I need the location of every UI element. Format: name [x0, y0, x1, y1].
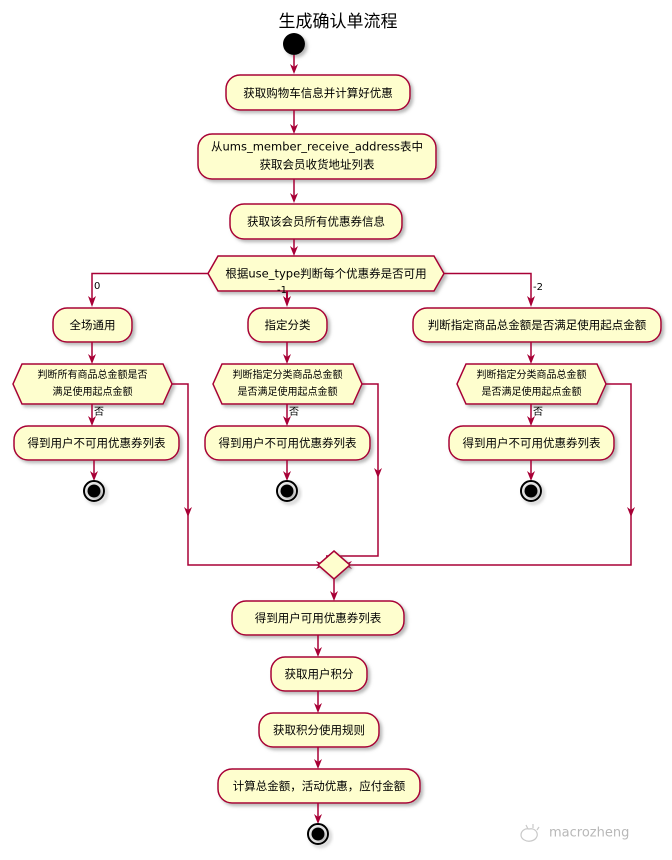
node-branch1-activity: 指定分类 — [247, 307, 328, 343]
node-branch0-unavailable-list: 得到用户不可用优惠券列表 — [13, 425, 180, 461]
node-branch1-unavailable-list-label: 得到用户不可用优惠券列表 — [219, 436, 357, 450]
node-get-user-points: 获取用户积分 — [270, 656, 368, 692]
edge-branch2-yes-to-merge — [342, 383, 635, 569]
edge-branch0-yes-to-merge — [172, 383, 326, 569]
decision-branch0-amount-line1: 判断所有商品总金额是否 — [38, 368, 148, 381]
node-get-member-coupons-label: 获取该会员所有优惠券信息 — [247, 215, 385, 229]
decision-branch2-amount-line1: 判断指定分类商品总金额 — [477, 368, 587, 381]
node-get-member-coupons: 获取该会员所有优惠券信息 — [229, 203, 403, 240]
edge-branch0-cond-no: 否 — [88, 404, 104, 426]
end-node-final — [307, 823, 329, 845]
node-available-coupon-list: 得到用户可用优惠券列表 — [231, 600, 405, 636]
decision-branch2-amount: 判断指定分类商品总金额 是否满足使用起点金额 — [456, 363, 607, 405]
decision-use-type: 根据use_type判断每个优惠券是否可用 — [207, 255, 445, 292]
merge-diamond — [316, 550, 352, 580]
guard-branch-minus2: -2 — [533, 282, 543, 293]
node-branch0-unavailable-list-label: 得到用户不可用优惠券列表 — [28, 436, 166, 450]
edge-c3-to-c4 — [314, 747, 322, 769]
end-node-branch-2 — [520, 480, 542, 502]
edge-merge-to-c1 — [330, 579, 338, 601]
edge-branch0-to-end — [90, 460, 98, 481]
edge-branch-minus1: -1 — [277, 285, 291, 307]
end-node-branch-1 — [276, 480, 298, 502]
edge-branch-minus2: -2 — [444, 272, 543, 307]
node-get-member-address-label-line2: 获取会员收货地址列表 — [260, 158, 375, 172]
guard-branch-0: 0 — [94, 281, 100, 292]
node-get-points-rule: 获取积分使用规则 — [258, 712, 380, 748]
guard-branch1-no: 否 — [289, 406, 299, 418]
node-branch2-activity-label: 判断指定商品总金额是否满足使用起点金额 — [428, 318, 647, 332]
node-branch0-activity-label: 全场通用 — [70, 318, 116, 332]
decision-branch1-amount: 判断指定分类商品总金额 是否满足使用起点金额 — [212, 363, 363, 405]
edge-branch2-activity-to-cond — [527, 342, 535, 364]
node-branch1-unavailable-list: 得到用户不可用优惠券列表 — [204, 425, 371, 461]
edge-c4-to-end — [314, 803, 322, 824]
node-calc-amounts-label: 计算总金额，活动优惠，应付金额 — [233, 779, 406, 793]
end-node-branch-0 — [83, 480, 105, 502]
node-get-user-points-label: 获取用户积分 — [285, 667, 354, 681]
edge-c2-to-c3 — [314, 691, 322, 713]
decision-branch1-amount-line1: 判断指定分类商品总金额 — [233, 368, 343, 381]
node-branch0-activity: 全场通用 — [52, 307, 133, 343]
edge-branch2-cond-no: 否 — [527, 404, 543, 426]
guard-branch0-no: 否 — [94, 406, 104, 418]
edge-branch1-cond-no: 否 — [283, 404, 299, 426]
decision-branch2-amount-line2: 是否满足使用起点金额 — [482, 385, 582, 398]
decision-branch1-amount-line2: 是否满足使用起点金额 — [238, 385, 338, 398]
watermark-logo-icon — [520, 824, 540, 842]
node-branch1-activity-label: 指定分类 — [265, 318, 311, 332]
watermark-label: macrozheng — [549, 826, 629, 841]
edge-start-to-a1 — [290, 55, 298, 74]
edge-a3-to-decision — [290, 239, 298, 256]
decision-branch0-amount: 判断所有商品总金额是否 满足使用起点金额 — [12, 363, 173, 405]
diagram-title: 生成确认单流程 — [279, 12, 398, 32]
edge-a1-to-a2 — [290, 110, 298, 134]
node-get-member-address: 从ums_member_receive_address表中 获取会员收货地址列表 — [197, 133, 437, 180]
watermark: macrozheng — [520, 824, 629, 842]
edge-branch-0: 0 — [88, 272, 208, 307]
node-branch2-activity: 判断指定商品总金额是否满足使用起点金额 — [412, 307, 662, 343]
decision-branch0-amount-line2: 满足使用起点金额 — [53, 385, 133, 398]
edge-branch1-yes-to-merge — [326, 383, 382, 557]
edge-branch1-to-end — [283, 460, 291, 481]
node-branch2-unavailable-list: 得到用户不可用优惠券列表 — [448, 425, 615, 461]
edge-a2-to-a3 — [290, 179, 298, 203]
node-get-member-address-label-line1: 从ums_member_receive_address表中 — [211, 140, 423, 154]
edge-branch1-activity-to-cond — [283, 342, 291, 364]
node-branch2-unavailable-list-label: 得到用户不可用优惠券列表 — [463, 436, 601, 450]
edge-branch0-activity-to-cond — [88, 342, 96, 364]
edge-branch2-to-end — [527, 460, 535, 481]
node-get-cart-info-label: 获取购物车信息并计算好优惠 — [243, 86, 393, 100]
decision-use-type-label: 根据use_type判断每个优惠券是否可用 — [225, 267, 426, 281]
node-get-points-rule-label: 获取积分使用规则 — [273, 723, 365, 737]
start-node — [283, 33, 305, 55]
node-get-cart-info: 获取购物车信息并计算好优惠 — [225, 74, 411, 111]
node-available-coupon-list-label: 得到用户可用优惠券列表 — [255, 611, 382, 625]
guard-branch-minus1: -1 — [277, 285, 287, 296]
edge-c1-to-c2 — [314, 635, 322, 657]
guard-branch2-no: 否 — [533, 406, 543, 418]
node-calc-amounts: 计算总金额，活动优惠，应付金额 — [217, 768, 421, 804]
